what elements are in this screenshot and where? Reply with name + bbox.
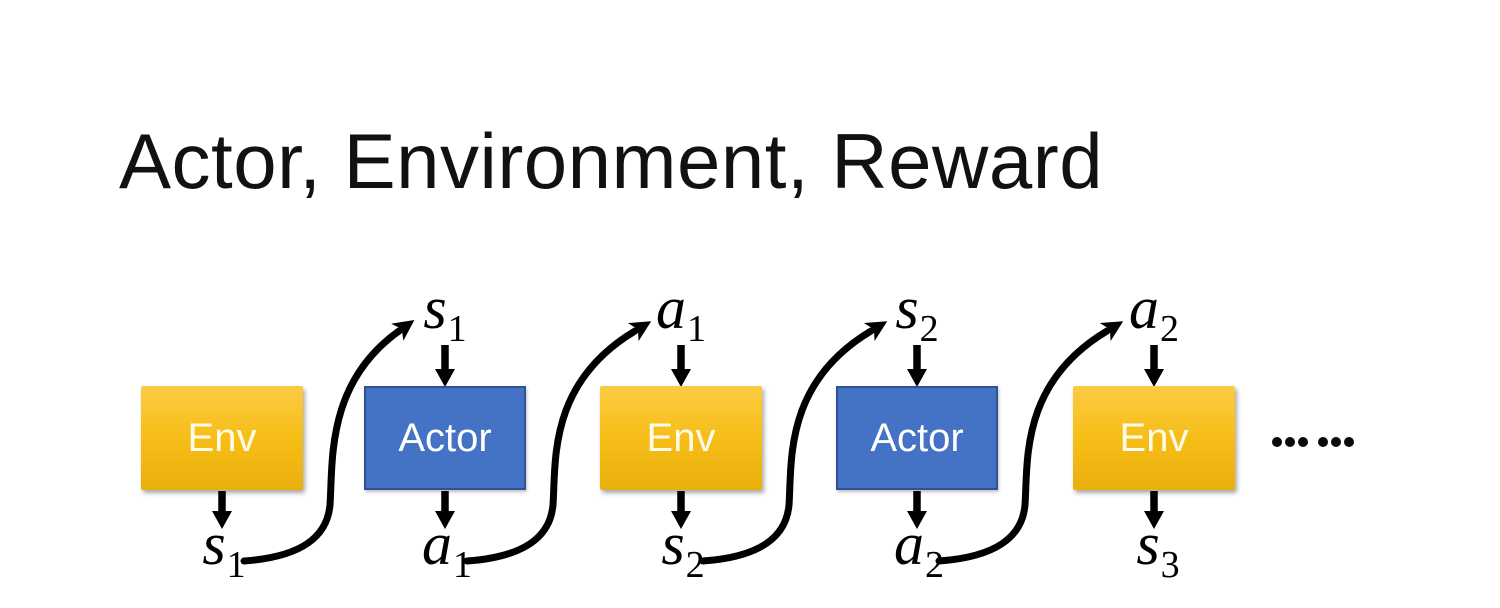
top-label-a1: a1: [656, 275, 706, 350]
input-arrow-env2: [671, 345, 691, 387]
top-label-s2: s2: [895, 275, 939, 350]
input-arrow-env3: [1144, 345, 1164, 387]
bottom-label-a2: a2: [894, 511, 944, 586]
env-box-2-label: Env: [646, 416, 716, 460]
bottom-label-s1: s1: [202, 511, 246, 586]
down-arrowhead-icon: [907, 511, 927, 529]
input-arrow-actor2: [907, 345, 927, 387]
env-box-2: Env: [600, 386, 762, 490]
down-arrowhead-icon: [435, 511, 455, 529]
actor-box-1-label: Actor: [398, 416, 492, 460]
env-box-1-label: Env: [187, 416, 257, 460]
page-title: Actor, Environment, Reward: [119, 117, 1104, 205]
output-arrow-env3: [1144, 491, 1164, 529]
dot-icon: [1331, 437, 1341, 447]
dot-icon: [1298, 437, 1308, 447]
env-box-1: Env: [141, 386, 303, 490]
down-arrowhead-icon: [671, 511, 691, 529]
down-arrowhead-icon: [212, 511, 232, 529]
env-box-3: Env: [1073, 386, 1235, 490]
down-arrowhead-icon: [907, 369, 927, 387]
top-label-s1: s1: [423, 275, 467, 350]
flow-arrow-s2-to-actor2: [699, 321, 888, 565]
output-arrow-env2: [671, 491, 691, 529]
bottom-label-s2: s2: [661, 511, 705, 586]
dot-icon: [1285, 437, 1295, 447]
bottom-label-a1: a1: [422, 511, 472, 586]
output-arrow-env1: [212, 491, 232, 529]
bottom-label-s3: s3: [1136, 511, 1180, 586]
dot-icon: [1344, 437, 1354, 447]
down-arrowhead-icon: [1144, 511, 1164, 529]
dot-icon: [1272, 437, 1282, 447]
flow-arrow-s1-to-actor1: [240, 320, 415, 565]
env-box-3-label: Env: [1119, 416, 1189, 460]
actor-box-1: Actor: [364, 386, 526, 490]
flow-arrow-a1-to-env2: [463, 321, 652, 565]
output-arrow-actor2: [907, 491, 927, 529]
dot-icon: [1318, 437, 1328, 447]
actor-box-2-label: Actor: [870, 416, 964, 460]
down-arrowhead-icon: [671, 369, 691, 387]
input-arrow-actor1: [435, 345, 455, 387]
down-arrowhead-icon: [1144, 369, 1164, 387]
down-arrowhead-icon: [435, 369, 455, 387]
continuation-dots: [1272, 437, 1357, 447]
actor-box-2: Actor: [836, 386, 998, 490]
flow-arrow-a2-to-env3: [935, 321, 1124, 565]
top-label-a2: a2: [1129, 275, 1179, 350]
output-arrow-actor1: [435, 491, 455, 529]
